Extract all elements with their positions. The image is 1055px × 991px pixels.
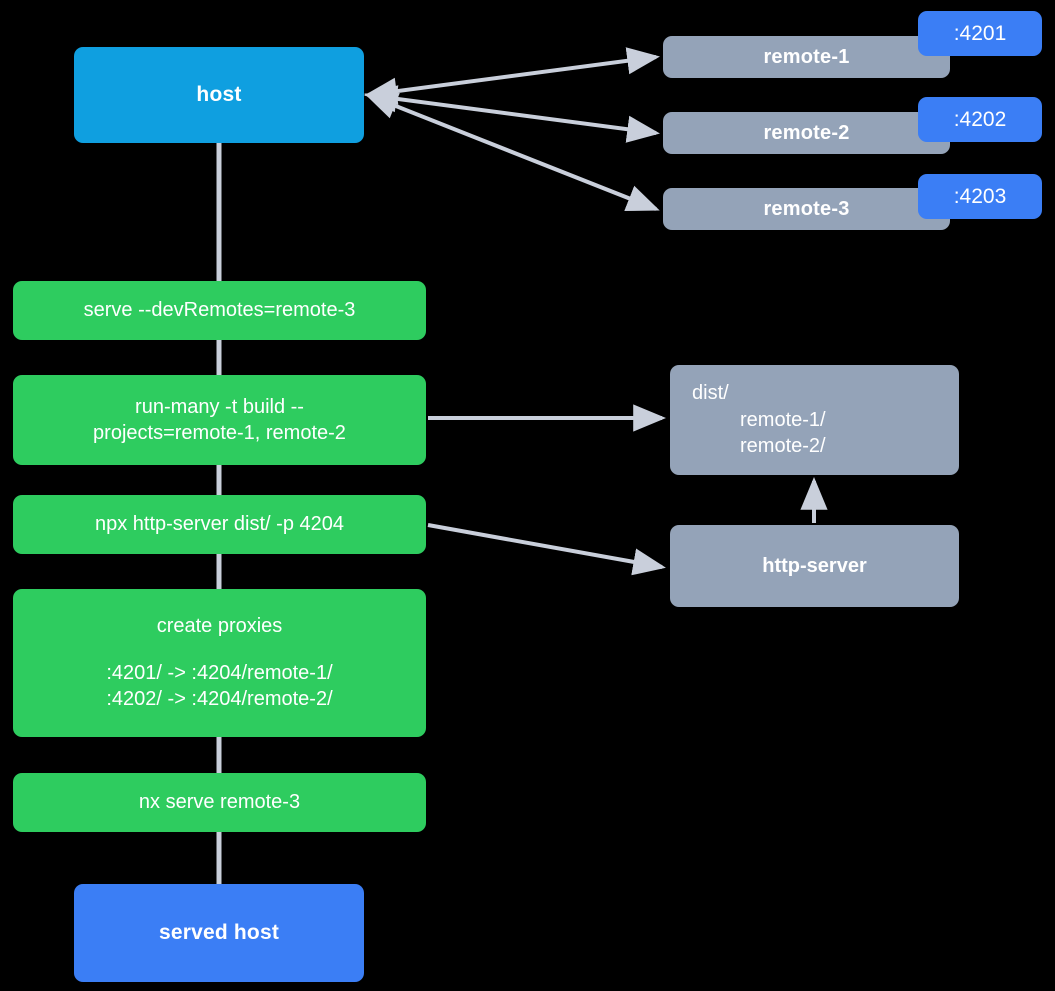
node-http-server-label: http-server [762, 554, 867, 577]
command-run-many-build-line-0: run-many -t build -- [135, 395, 304, 418]
dist-folder-line-2: remote-2/ [740, 435, 826, 458]
edge-npx-to-httpserver [427, 523, 666, 576]
node-command-serve-dev-remotes[interactable]: serve --devRemotes=remote-3 [13, 281, 426, 340]
command-create-proxies-line-3: :4202/ -> :4204/remote-2/ [106, 688, 333, 711]
command-serve-dev-remotes-line-0: serve --devRemotes=remote-3 [83, 299, 356, 322]
node-served-host[interactable]: served host [74, 884, 364, 982]
node-command-run-many-build[interactable]: run-many -t build -- projects=remote-1, … [13, 375, 426, 465]
port-badge-remote-3: :4203 [918, 174, 1042, 219]
port-badge-remote-1-label: :4201 [953, 21, 1007, 45]
node-command-create-proxies[interactable]: create proxies :4201/ -> :4204/remote-1/… [13, 589, 426, 737]
node-served-host-label: served host [158, 921, 280, 945]
command-run-many-build-line-1: projects=remote-1, remote-2 [93, 422, 346, 444]
node-remote-2-label: remote-2 [763, 121, 850, 144]
node-command-nx-serve-remote-3[interactable]: nx serve remote-3 [13, 773, 426, 832]
node-remote-3-label: remote-3 [763, 197, 850, 220]
node-remote-2[interactable]: remote-2 [663, 112, 950, 154]
port-badge-remote-2: :4202 [918, 97, 1042, 142]
node-command-npx-http-server[interactable]: npx http-server dist/ -p 4204 [13, 495, 426, 554]
edge-host-remote-1 [364, 47, 660, 105]
port-badge-remote-3-label: :4203 [953, 184, 1007, 208]
node-host-label: host [196, 83, 242, 107]
command-create-proxies-line-0: create proxies [156, 615, 283, 638]
edge-host-remote-2 [364, 85, 660, 143]
node-remote-1-label: remote-1 [763, 45, 850, 68]
port-badge-remote-1: :4201 [918, 11, 1042, 56]
edge-host-to-remotes [364, 47, 660, 212]
command-npx-http-server-line-0: npx http-server dist/ -p 4204 [94, 513, 344, 536]
command-create-proxies-line-2: :4201/ -> :4204/remote-1/ [106, 661, 333, 684]
edge-host-remote-3 [364, 92, 660, 212]
node-http-server[interactable]: http-server [670, 525, 959, 607]
node-dist-folder[interactable]: dist/ remote-1/ remote-2/ [670, 365, 959, 475]
dist-folder-line-1: remote-1/ [740, 408, 826, 431]
port-badge-remote-2-label: :4202 [953, 107, 1007, 131]
node-remote-3[interactable]: remote-3 [663, 188, 950, 230]
node-remote-1[interactable]: remote-1 [663, 36, 950, 78]
node-host[interactable]: host [74, 47, 364, 143]
command-nx-serve-remote-3-line-0: nx serve remote-3 [138, 791, 301, 814]
dist-folder-line-0: dist/ [692, 382, 729, 405]
